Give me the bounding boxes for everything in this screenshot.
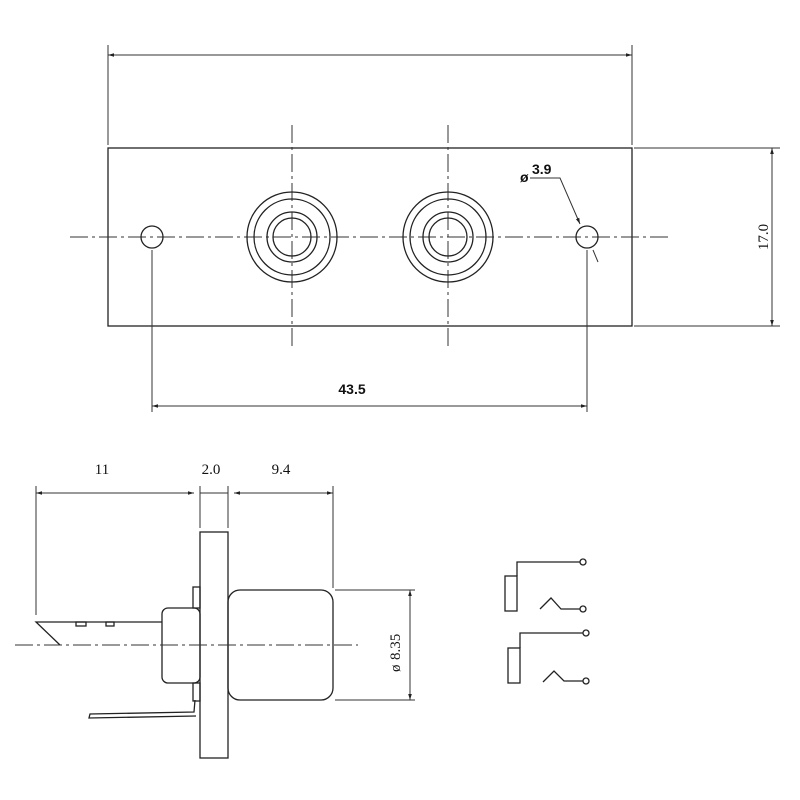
mounting-hole-right bbox=[575, 225, 599, 249]
switch-contact-1 bbox=[504, 558, 587, 613]
solder-pin-lower bbox=[88, 699, 197, 719]
top-view: 17.0 43.5 ø 3.9 bbox=[70, 45, 780, 412]
schematic-symbol bbox=[504, 558, 590, 685]
side-view: 11 2.0 9.4 ø 8.35 bbox=[15, 462, 415, 759]
pin-length-label: 11 bbox=[95, 462, 109, 478]
body-diameter-label: 8.35 bbox=[388, 634, 404, 660]
jack-2 bbox=[402, 191, 494, 283]
body-diameter-symbol: ø bbox=[388, 665, 404, 673]
switch-contact-2 bbox=[507, 629, 590, 685]
width-dimension-label: 17.0 bbox=[756, 224, 772, 250]
mounting-hole-left bbox=[140, 225, 164, 249]
body-length-label: 9.4 bbox=[272, 462, 291, 478]
hole-spacing-label: 43.5 bbox=[338, 381, 365, 397]
hole-diameter-symbol: ø bbox=[520, 169, 529, 185]
flange-thickness-label: 2.0 bbox=[202, 462, 221, 478]
solder-pin-upper bbox=[34, 621, 162, 646]
jack-1 bbox=[246, 191, 338, 283]
hole-diameter-label: 3.9 bbox=[532, 161, 552, 177]
